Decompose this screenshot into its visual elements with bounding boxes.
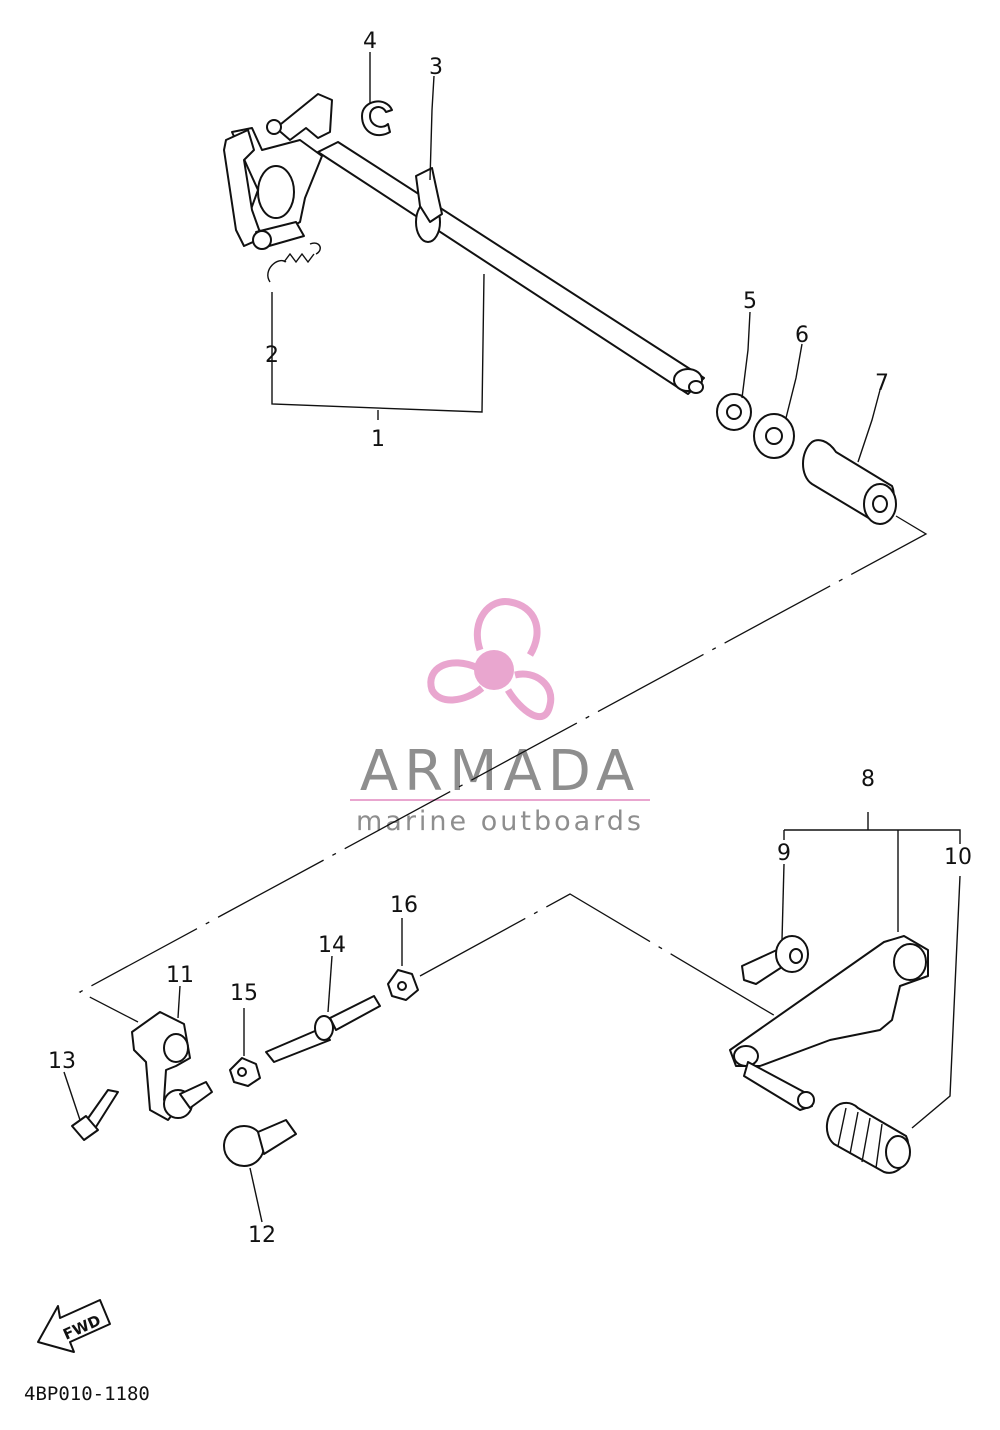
callout-5: 5 bbox=[743, 289, 757, 314]
washer-5 bbox=[716, 393, 752, 431]
brand-name: ARMADA bbox=[360, 739, 640, 804]
roller-end bbox=[252, 230, 272, 250]
shift-shaft bbox=[317, 141, 705, 395]
rod-end-joint bbox=[741, 935, 809, 985]
propeller-icon bbox=[427, 598, 555, 721]
pedal-rubber bbox=[825, 1101, 911, 1174]
connection-line-pedal-shaft bbox=[78, 515, 928, 1023]
callout-10: 10 bbox=[944, 845, 972, 870]
bushing-7 bbox=[802, 439, 897, 525]
callout-7: 7 bbox=[875, 371, 889, 396]
lever-pawl bbox=[257, 165, 295, 219]
shaft-tip bbox=[688, 380, 704, 394]
callout-15: 15 bbox=[230, 981, 258, 1006]
bolt bbox=[71, 1089, 119, 1141]
callout-13: 13 bbox=[48, 1049, 76, 1074]
brand-tagline: marine outboards bbox=[356, 806, 644, 837]
collar-spring-clip bbox=[415, 167, 443, 223]
shift-pedal bbox=[729, 935, 929, 1111]
propeller-hub bbox=[474, 650, 514, 690]
callout-16: 16 bbox=[390, 893, 418, 918]
callout-8: 8 bbox=[861, 767, 875, 792]
callout-14: 14 bbox=[318, 933, 346, 958]
shift-arm-hook bbox=[223, 129, 263, 247]
hex-nut-16 bbox=[387, 969, 419, 1001]
propeller-blade-top bbox=[473, 598, 541, 657]
callout-4: 4 bbox=[363, 29, 377, 54]
circlip bbox=[361, 100, 393, 137]
callout-12: 12 bbox=[248, 1223, 276, 1248]
hex-nut-15 bbox=[229, 1057, 261, 1087]
leader-lines bbox=[63, 52, 961, 1223]
callout-11: 11 bbox=[166, 963, 194, 988]
propeller-blade-right bbox=[504, 670, 555, 721]
callouts: 1 2 3 4 5 6 7 8 9 10 11 12 13 14 15 16 bbox=[48, 29, 972, 1248]
propeller-blade-left bbox=[427, 659, 485, 704]
shift-arm-lever bbox=[131, 1011, 213, 1121]
connection-line-rod-pedal bbox=[419, 893, 783, 1021]
callout-3: 3 bbox=[429, 55, 443, 80]
spring bbox=[267, 242, 321, 283]
lever-pin bbox=[266, 119, 282, 135]
shift-shaft-assembly bbox=[223, 93, 705, 395]
ball-joint bbox=[223, 1119, 297, 1167]
callout-6: 6 bbox=[795, 323, 809, 348]
callout-9: 9 bbox=[777, 841, 791, 866]
callout-2: 2 bbox=[265, 343, 279, 368]
shift-rod bbox=[265, 995, 381, 1063]
diagram-code: 4BP010-1180 bbox=[24, 1383, 150, 1405]
armada-logo: ARMADA marine outboards bbox=[350, 598, 650, 837]
callout-1: 1 bbox=[371, 427, 385, 452]
fwd-arrow-icon: FWD bbox=[37, 1299, 111, 1353]
washer-6 bbox=[753, 413, 795, 459]
shift-arm-top bbox=[275, 93, 333, 141]
